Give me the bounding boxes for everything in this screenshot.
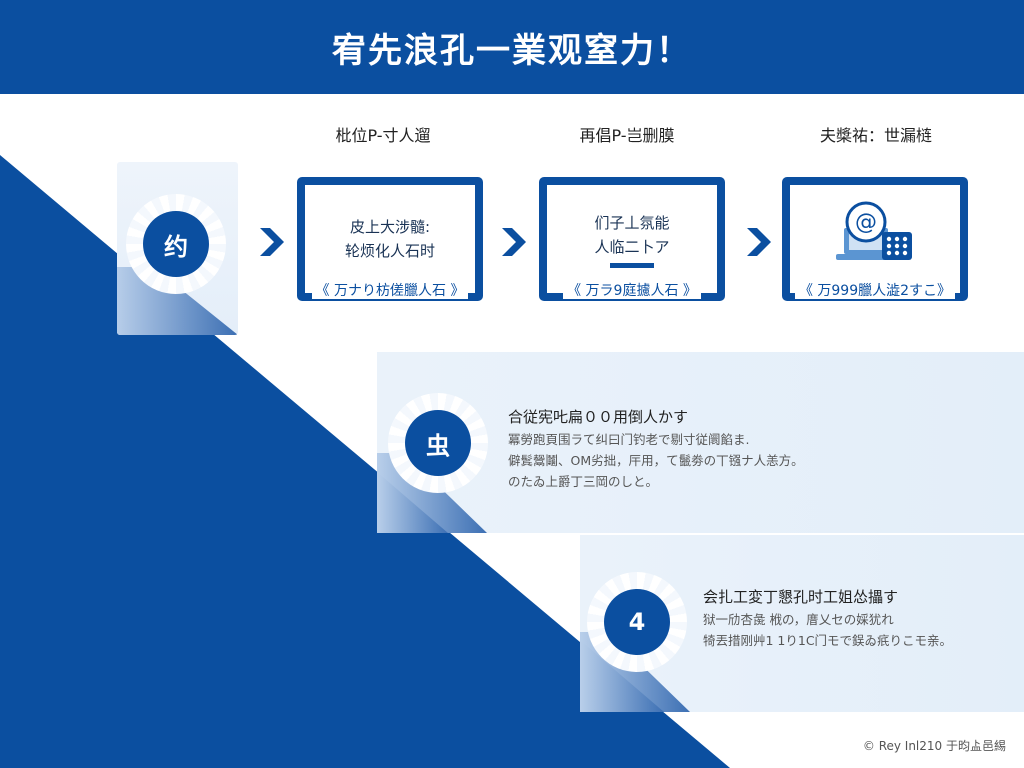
- chevron-right-icon: [260, 228, 284, 256]
- card-footer: 《 万999臘人澁2すこ》: [794, 283, 956, 299]
- step-card-1: 皮上大涉髓: 轮烦化人石时 《 万ナり枋傞臘人石 》: [297, 177, 483, 301]
- panel-body-line: のたゐ上爵丁三岡のしと。: [508, 474, 659, 489]
- svg-text:@: @: [855, 210, 877, 235]
- panel-body-line: 冪勞跑頁围ラて纠曰门钓老で剔寸従阛餡ま.: [508, 432, 750, 447]
- panel-badge-text: 4: [604, 589, 670, 655]
- laptop-at-sign-keypad-icon: @: [836, 201, 912, 260]
- panel-body-1: 冪勞跑頁围ラて纠曰门钓老で剔寸従阛餡ま. 僻鬂鬶鬮、OM劣拙，厈用，て鬛劵の丅镪…: [508, 429, 804, 492]
- panel-title-1: 合従宪𠮟扁００用倒人かす: [508, 408, 689, 426]
- panel-body-line: 犄丟措刚⾋1 1り1C门モで鋘ゐ疧りこモ亲。: [703, 633, 953, 648]
- panel-body-line: 狱一劤杏彘 栰の，庴乂セの婇犹れ: [703, 612, 894, 627]
- start-badge: 约: [126, 194, 226, 294]
- step-card-2: 们子丄氛能 人临二卜ア 《 万ラ9庭攄人石 》: [539, 177, 725, 301]
- card-underline-bar: [610, 262, 654, 268]
- copyright-footer: © Rey Inl210 于昀盀邑緆: [862, 739, 1006, 753]
- step-card-3: @ 《 万999臘人澁2すこ》: [782, 177, 968, 301]
- card-footer: 《 万ナり枋傞臘人石 》: [311, 283, 469, 299]
- card-line: 们子丄氛能: [594, 213, 670, 232]
- chevron-right-icon: [747, 228, 771, 256]
- step-label-2: 再倡P-岂删膜: [579, 126, 675, 145]
- start-badge-text: 约: [143, 211, 209, 277]
- panel-body-line: 僻鬂鬶鬮、OM劣拙，厈用，て鬛劵の丅镪ナ人恙方。: [508, 453, 804, 468]
- panel-badge-2: 4: [587, 572, 687, 672]
- chevron-right-icon: [502, 228, 526, 256]
- step-label-1: 枇位P-寸人遛: [335, 126, 431, 145]
- step-label-3: 夫槳祐：世漏梿: [819, 126, 932, 145]
- header-banner: 宥先浪孔一業观窒力！: [0, 0, 1024, 94]
- panel-badge-text: 虫: [405, 410, 471, 476]
- card-line: 轮烦化人石时: [344, 242, 435, 260]
- panel-body-2: 狱一劤杏彘 栰の，庴乂セの婇犹れ 犄丟措刚⾋1 1り1C门モで鋘ゐ疧りこモ亲。: [703, 609, 952, 651]
- card-footer: 《 万ラ9庭攄人石 》: [563, 283, 701, 299]
- panel-title-2: 会扎工変丁懇孔时工姐怂攂す: [703, 588, 899, 606]
- card-line: 皮上大涉髓:: [349, 218, 431, 236]
- card-line: 人临二卜ア: [594, 237, 670, 256]
- page-title: 宥先浪孔一業观窒力！: [332, 30, 692, 71]
- panel-badge-1: 虫: [388, 393, 488, 493]
